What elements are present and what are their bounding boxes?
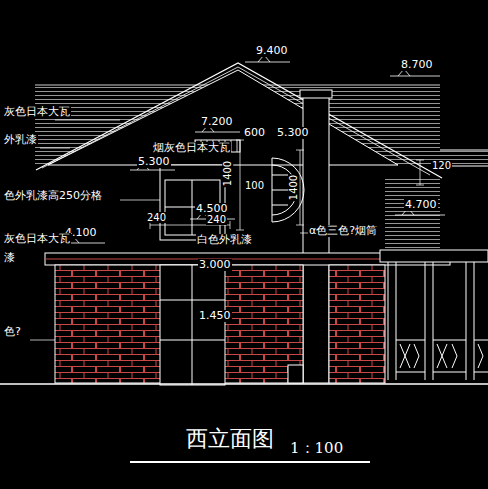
side-roof (385, 178, 440, 250)
dimension-text: 120 (431, 160, 452, 171)
dimension-text: 7.200 (200, 116, 234, 128)
dimension-text: 4.700 (404, 199, 438, 211)
note-text: 灰色日本大瓦 (3, 233, 71, 245)
gable-wall (48, 70, 398, 165)
note-text: 灰色日本大瓦 (3, 106, 71, 118)
dimension-text: 5.300 (276, 127, 310, 139)
dimension-text: 240 (146, 212, 167, 223)
dimension-text: 3.000 (198, 259, 232, 271)
note-text: 色? (3, 326, 22, 338)
dimension-text: 9.400 (255, 45, 289, 57)
scale-text: 1：100 (290, 439, 343, 458)
dimension-text: 1.450 (198, 310, 232, 322)
note-text: 漆 (3, 252, 16, 264)
note-text: 烟灰色日本大瓦 (152, 142, 231, 154)
dimension-text: 240 (206, 214, 227, 225)
note-text: α色三色?烟筒 (308, 225, 378, 237)
note-text: 外乳漆 (3, 134, 38, 146)
dimension-text: 8.700 (400, 59, 434, 71)
dimension-text: 100 (244, 180, 265, 191)
dimension-text: 5.300 (137, 156, 171, 168)
dimension-text: 600 (243, 127, 266, 139)
note-text: 白色外乳漆 (196, 234, 253, 246)
dimension-text: 1400 (222, 160, 233, 187)
dimension-text: 1400 (288, 174, 299, 201)
drawing-title: 西立面图 (186, 424, 274, 454)
note-text: 色外乳漆高250分格 (3, 190, 103, 202)
